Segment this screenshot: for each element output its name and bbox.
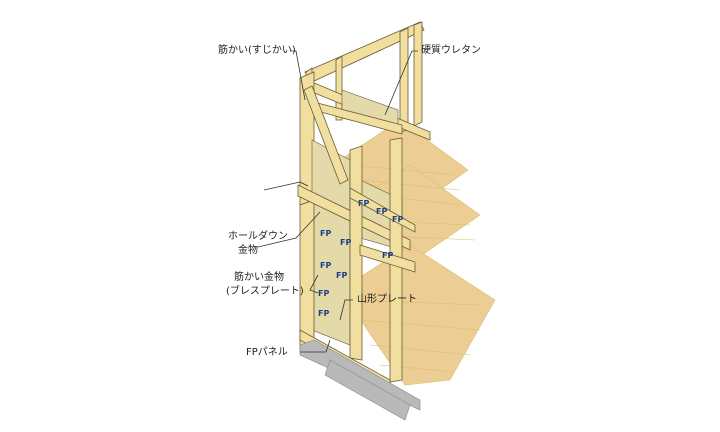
fp-mark: FP [376,207,387,216]
fp-mark: FP [392,215,403,224]
fp-mark: FP [336,271,347,280]
fp-mark: FP [340,238,351,247]
label-fp-panel: FPパネル [246,347,288,358]
label-brace-hardware-line1: 筋かい金物 [234,272,284,283]
fp-mark: FP [358,199,369,208]
fp-mark: FP [320,229,331,238]
leader-lines [257,50,418,353]
fp-marks: FP FP FP FP FP FP FP FP FP FP [318,199,403,318]
label-bracing: 筋かい(すじかい) [218,45,296,56]
fp-mark: FP [318,309,329,318]
foundation [299,339,421,421]
fp-mark: FP [382,251,393,260]
label-brace-hardware-line2: (ブレスプレート) [226,286,304,297]
label-rigid-urethane: 硬質ウレタン [421,45,481,56]
label-hold-down-line2: 金物 [238,245,258,256]
fp-mark: FP [318,289,329,298]
fp-mark: FP [320,261,331,270]
label-mountain-plate: 山形プレート [357,294,417,305]
label-hold-down-line1: ホールダウン [228,231,288,242]
